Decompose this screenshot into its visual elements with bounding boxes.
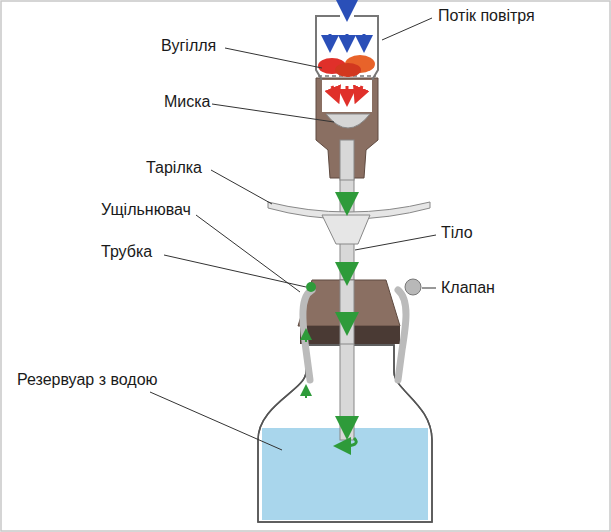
part-label: Ущільнювач bbox=[100, 200, 192, 219]
part-label: Тіло bbox=[440, 223, 474, 242]
part-label: Потік повітря bbox=[437, 6, 536, 25]
part-label: Трубка bbox=[100, 242, 153, 261]
part-label: Миска bbox=[163, 92, 212, 111]
part-label: Клапан bbox=[440, 278, 496, 297]
part-label: Вугілля bbox=[160, 36, 217, 55]
part-label: Резервуар з водою bbox=[16, 370, 159, 389]
part-label: Тарілка bbox=[145, 158, 203, 177]
